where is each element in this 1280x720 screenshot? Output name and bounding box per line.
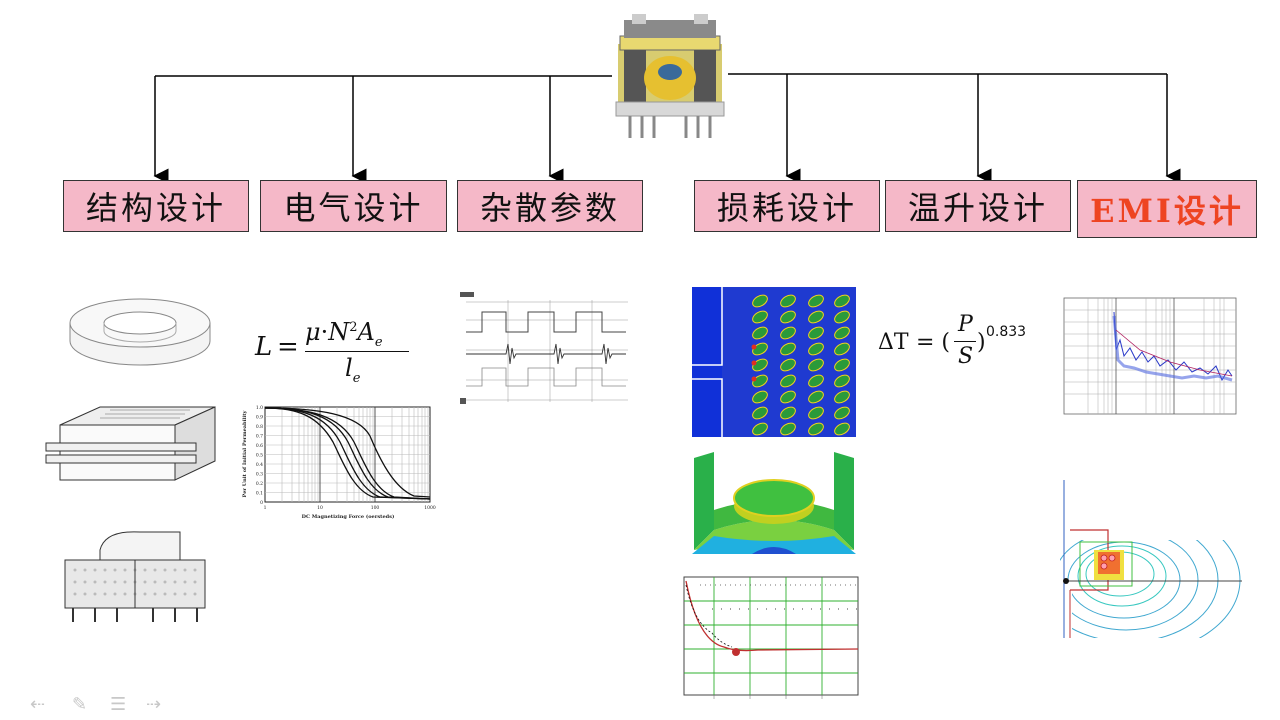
pen-icon[interactable]: ✎ bbox=[72, 694, 88, 715]
svg-text:0.7: 0.7 bbox=[256, 434, 263, 440]
svg-text:0.9: 0.9 bbox=[256, 415, 263, 421]
svg-text:0.1: 0.1 bbox=[256, 491, 263, 497]
svg-text:Per Unit of Initial Permeabili: Per Unit of Initial Permeability bbox=[242, 409, 248, 497]
svg-text:10: 10 bbox=[317, 505, 323, 511]
svg-text:DC Magnetizing Force (oersteds: DC Magnetizing Force (oersteds) bbox=[302, 513, 395, 520]
transformer-image bbox=[615, 14, 725, 138]
emi-field-contour-image bbox=[1060, 480, 1242, 638]
svg-text:0.6: 0.6 bbox=[256, 443, 263, 449]
temperature-rise-formula: ΔT = ( P S ) 0.833 bbox=[878, 312, 1027, 369]
back-arrow-icon[interactable]: ⇠ bbox=[30, 694, 46, 715]
loss-curve-chart bbox=[683, 576, 859, 699]
tree-connectors bbox=[153, 73, 1181, 184]
svg-text:1000: 1000 bbox=[424, 505, 436, 511]
menu-icon[interactable]: ☰ bbox=[110, 694, 127, 715]
svg-text:0.8: 0.8 bbox=[256, 424, 263, 430]
category-loss: 损耗设计 bbox=[694, 180, 880, 232]
svg-text:0: 0 bbox=[260, 500, 263, 506]
winding-field-simulation-image bbox=[692, 287, 856, 437]
bobbin-assembly-image bbox=[64, 531, 206, 622]
inductance-formula: L = μ·N2Ae le bbox=[255, 318, 415, 388]
core-3d-simulation-image bbox=[692, 450, 856, 558]
svg-text:1: 1 bbox=[264, 505, 267, 511]
category-structure: 结构设计 bbox=[63, 180, 249, 232]
svg-text:0.5: 0.5 bbox=[256, 453, 263, 459]
emi-spectrum-chart bbox=[1063, 297, 1237, 415]
permeability-chart: 1.0 0.9 0.8 0.7 0.6 0.5 0.4 0.3 0.2 0.1 … bbox=[242, 405, 436, 520]
category-parasitic: 杂散参数 bbox=[457, 180, 643, 232]
svg-text:1.0: 1.0 bbox=[256, 405, 263, 411]
svg-text:0.3: 0.3 bbox=[256, 472, 263, 478]
category-electrical: 电气设计 bbox=[260, 180, 447, 232]
svg-text:0.4: 0.4 bbox=[256, 462, 263, 468]
category-emi: EMI设计 bbox=[1077, 180, 1257, 238]
planar-core-image bbox=[45, 406, 216, 481]
category-temperature: 温升设计 bbox=[885, 180, 1071, 232]
waveform-image bbox=[460, 292, 628, 404]
svg-text:0.2: 0.2 bbox=[256, 481, 263, 487]
svg-text:100: 100 bbox=[371, 505, 380, 511]
forward-arrow-icon[interactable]: ⇢ bbox=[146, 694, 162, 715]
toroid-core-image bbox=[69, 298, 211, 366]
